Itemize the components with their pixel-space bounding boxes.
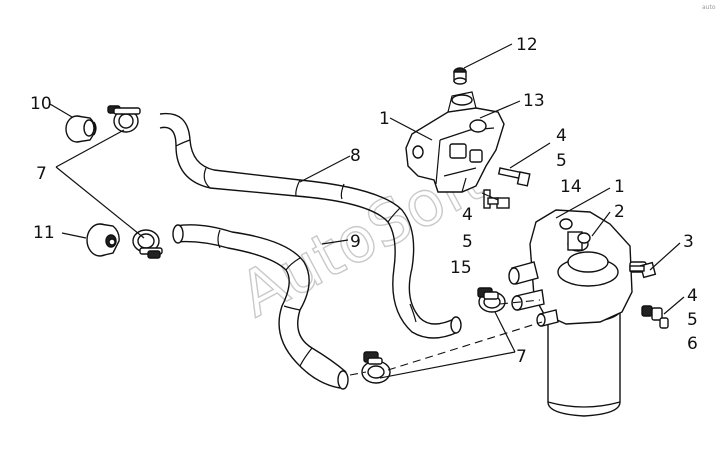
label-7-left: 7 [36,164,47,184]
leader-lines [49,43,685,379]
label-10: 10 [30,94,52,114]
corner-mark: auto [702,4,716,11]
label-8: 8 [350,146,361,166]
hose-clamp-upper [107,105,141,133]
bolt-3 [629,261,657,279]
label-7-right: 7 [516,347,527,367]
label-5-lower: 5 [687,310,698,330]
label-1-bracket: 1 [379,109,390,129]
hose-clamp-filter-upper [477,287,506,313]
plug-11 [86,223,120,257]
bolt-4-5-6 [641,305,669,329]
label-4-mid: 4 [462,205,473,225]
label-6: 6 [687,334,698,354]
hose-clamp-lower-left [132,229,163,259]
hose-9 [172,224,349,390]
label-15: 15 [450,258,472,278]
label-5-upper: 5 [556,151,567,171]
label-11: 11 [33,223,55,243]
filter-bracket-assembly [405,91,505,193]
label-13: 13 [523,91,545,111]
bolt-bracket-lower [483,189,510,209]
bolt-bracket-upper [497,167,531,187]
label-1-filter: 1 [614,177,625,197]
label-4-upper: 4 [556,126,567,146]
label-4-lower: 4 [687,286,698,306]
cap-12 [453,67,467,85]
label-14: 14 [560,177,582,197]
hose-clamp-filter-lower [361,351,391,384]
plug-10 [65,115,97,143]
label-5-mid: 5 [462,232,473,252]
fuel-filter-assembly [508,209,647,417]
label-9: 9 [350,232,361,252]
label-12: 12 [516,35,538,55]
label-2: 2 [614,202,625,222]
hose-8 [159,112,462,339]
label-3: 3 [683,232,694,252]
